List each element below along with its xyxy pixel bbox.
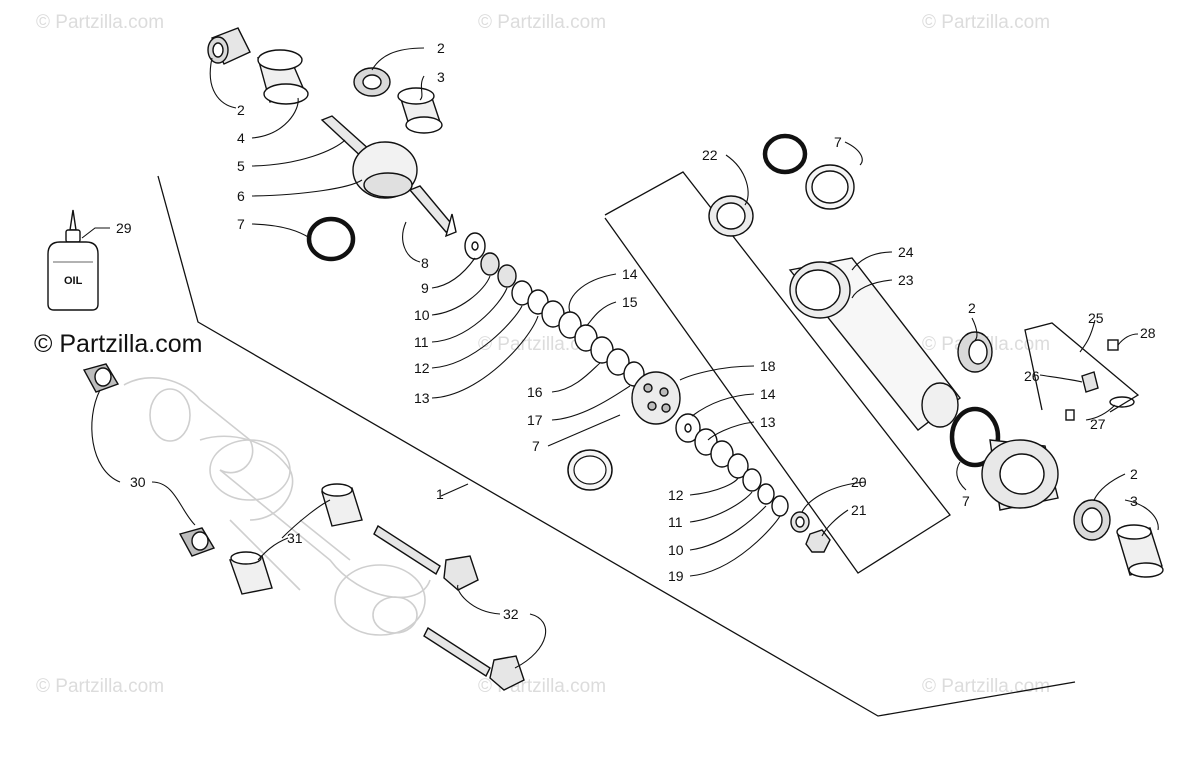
callout-11: 11 — [668, 514, 683, 530]
callout-30: 30 — [130, 474, 146, 490]
callout-24: 24 — [898, 244, 914, 260]
callout-12: 12 — [668, 487, 684, 503]
callout-9: 9 — [421, 280, 429, 296]
callout-31: 31 — [287, 530, 303, 546]
reservoir-group — [708, 164, 961, 431]
watermark: © Partzilla.com — [36, 12, 165, 33]
callout-4: 4 — [237, 130, 245, 146]
callout-7: 7 — [532, 438, 540, 454]
valve-bracket — [1024, 322, 1140, 413]
callout-3: 3 — [1130, 493, 1138, 509]
assembled-shock-ghost — [123, 377, 431, 636]
callout-11: 11 — [414, 334, 429, 350]
oil-bottle-label: OIL — [64, 275, 83, 287]
wear-ring-inner — [573, 455, 607, 485]
leader-lines — [81, 47, 1159, 669]
watermark: © Partzilla.com — [478, 334, 607, 355]
callout-23: 23 — [898, 272, 914, 288]
callout-2: 2 — [237, 102, 245, 118]
callout-16: 16 — [527, 384, 543, 400]
callout-10: 10 — [414, 307, 430, 323]
callout-26: 26 — [1024, 368, 1040, 384]
callout-13: 13 — [414, 390, 430, 406]
callout-32: 32 — [503, 606, 519, 622]
callout-2: 2 — [968, 300, 976, 316]
callout-7: 7 — [962, 493, 970, 509]
callout-29: 29 — [116, 220, 132, 236]
oil-bottle — [47, 209, 99, 311]
callout-10: 10 — [668, 542, 684, 558]
assembly-boundary — [157, 175, 1076, 717]
callout-1: 1 — [436, 486, 444, 502]
callout-5: 5 — [237, 158, 245, 174]
callout-27: 27 — [1090, 416, 1106, 432]
mount-hardware — [82, 363, 525, 691]
callouts: 2 3 2 4 5 6 7 8 9 10 11 12 13 14 15 16 1… — [116, 40, 1156, 622]
o-ring — [306, 216, 356, 262]
reservoir-boundary — [604, 171, 951, 574]
callout-15: 15 — [622, 294, 638, 310]
callout-3: 3 — [437, 69, 445, 85]
callout-22: 22 — [702, 147, 718, 163]
watermark-main: © Partzilla.com — [34, 330, 203, 358]
callout-13: 13 — [760, 414, 776, 430]
callout-2: 2 — [1130, 466, 1138, 482]
callout-2: 2 — [437, 40, 445, 56]
callout-7: 7 — [834, 134, 842, 150]
callout-14: 14 — [760, 386, 776, 402]
parts-top-left — [207, 27, 457, 238]
o-ring — [949, 406, 1001, 468]
watermark: © Partzilla.com — [478, 12, 607, 33]
callout-28: 28 — [1140, 325, 1156, 341]
callout-20: 20 — [851, 474, 867, 490]
callout-17: 17 — [527, 412, 543, 428]
callout-12: 12 — [414, 360, 430, 376]
callout-18: 18 — [760, 358, 776, 374]
callout-6: 6 — [237, 188, 245, 204]
callout-25: 25 — [1088, 310, 1104, 326]
callout-8: 8 — [421, 255, 429, 271]
parts-right — [957, 331, 1164, 578]
shim-stack — [464, 232, 831, 553]
callout-21: 21 — [851, 502, 867, 518]
watermark: © Partzilla.com — [36, 676, 165, 697]
callout-14: 14 — [622, 266, 638, 282]
o-ring — [762, 133, 808, 175]
watermark: © Partzilla.com — [922, 12, 1051, 33]
callout-19: 19 — [668, 568, 684, 584]
callout-7: 7 — [237, 216, 245, 232]
